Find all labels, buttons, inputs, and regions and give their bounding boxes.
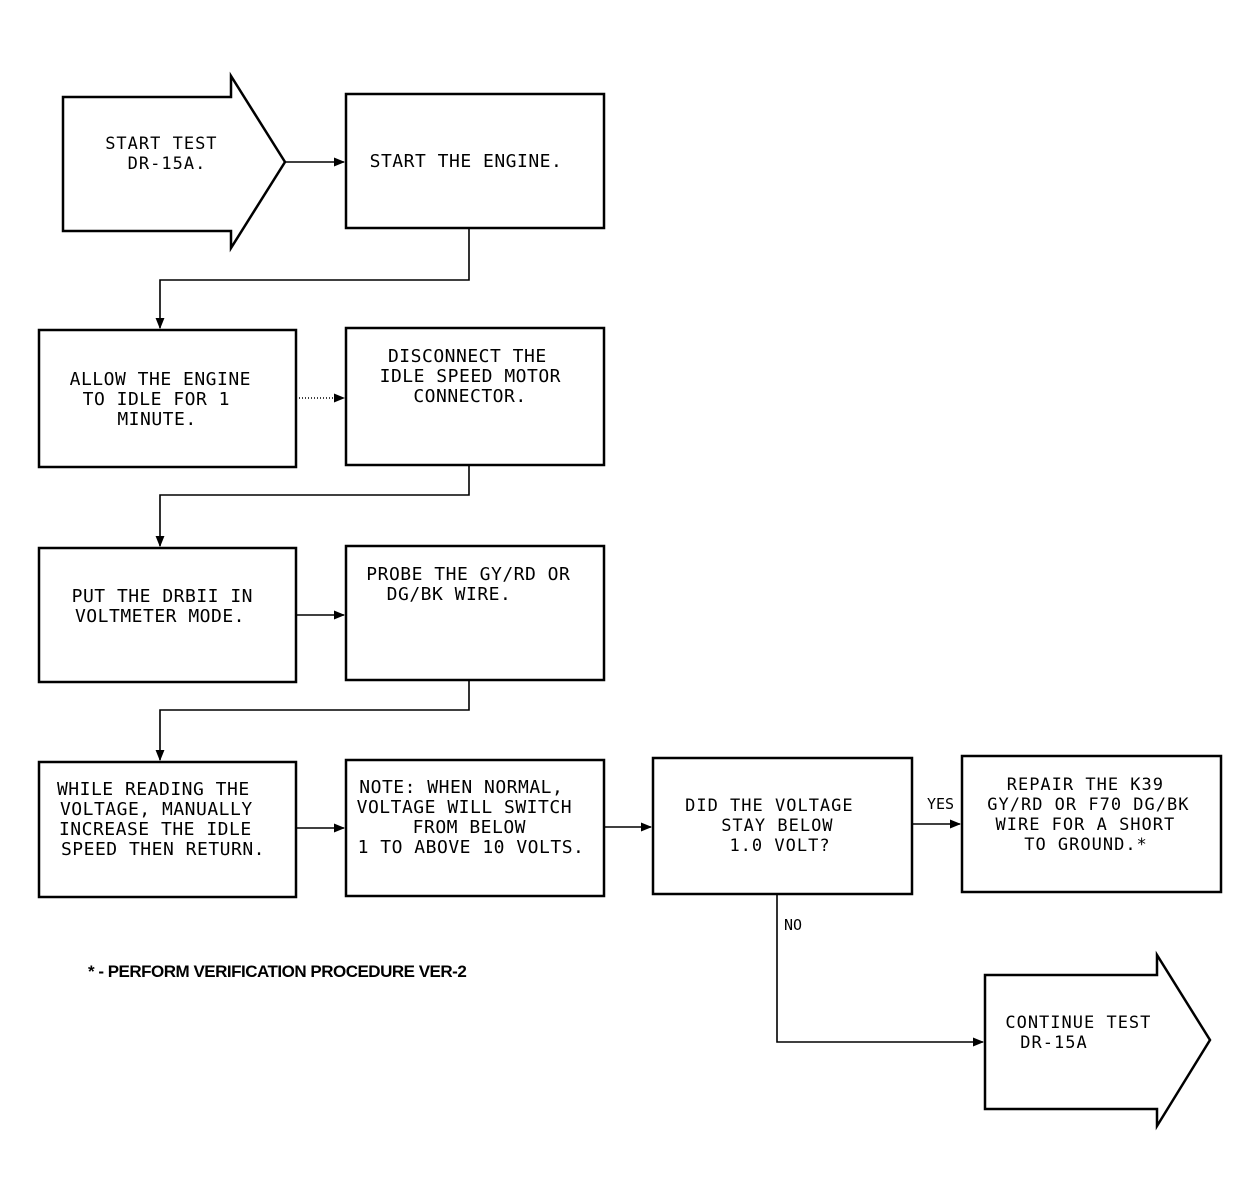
- voltmeter-text: PUT THE DRBII IN VOLTMETER MODE.: [72, 586, 265, 627]
- increase-idle-box: [37, 760, 298, 899]
- start-engine-text: START THE ENGINE.: [370, 151, 563, 172]
- connector-disconnect-to-voltmeter: [155, 465, 470, 548]
- start-engine-box: [344, 92, 606, 230]
- no-label: NO: [784, 916, 802, 934]
- end-label: CONTINUE TEST DR-15A: [1005, 1013, 1162, 1053]
- end-arrow-shape: [983, 950, 1212, 1131]
- disconnect-text: DISCONNECT THE IDLE SPEED MOTOR CONNECTO…: [380, 346, 573, 407]
- probe-box: [344, 544, 606, 682]
- connector-engine-to-idle: [155, 228, 470, 330]
- decision-box: [651, 756, 914, 896]
- start-arrow-shape: [61, 71, 287, 253]
- probe-text: PROBE THE GY/RD OR DG/BK WIRE.: [366, 564, 581, 605]
- footnote: * - PERFORM VERIFICATION PROCEDURE VER-2: [88, 962, 466, 981]
- note-text: NOTE: WHEN NORMAL, VOLTAGE WILL SWITCH F…: [357, 777, 585, 858]
- connector-probe-to-increase: [155, 680, 470, 762]
- allow-idle-text: ALLOW THE ENGINE TO IDLE FOR 1 MINUTE.: [70, 369, 263, 430]
- voltmeter-box: [37, 546, 298, 684]
- disconnect-box: [344, 326, 606, 467]
- connector-decision-no: [776, 894, 985, 1047]
- repair-text: REPAIR THE K39 GY/RD OR F70 DG/BK WIRE F…: [987, 775, 1200, 855]
- repair-box: [960, 754, 1223, 894]
- increase-idle-text: WHILE READING THE VOLTAGE, MANUALLY INCR…: [57, 779, 265, 860]
- note-box: [344, 758, 606, 898]
- decision-text: DID THE VOLTAGE STAY BELOW 1.0 VOLT?: [685, 796, 865, 856]
- start-label: START TEST DR-15A.: [105, 134, 229, 174]
- yes-label: YES: [927, 795, 954, 813]
